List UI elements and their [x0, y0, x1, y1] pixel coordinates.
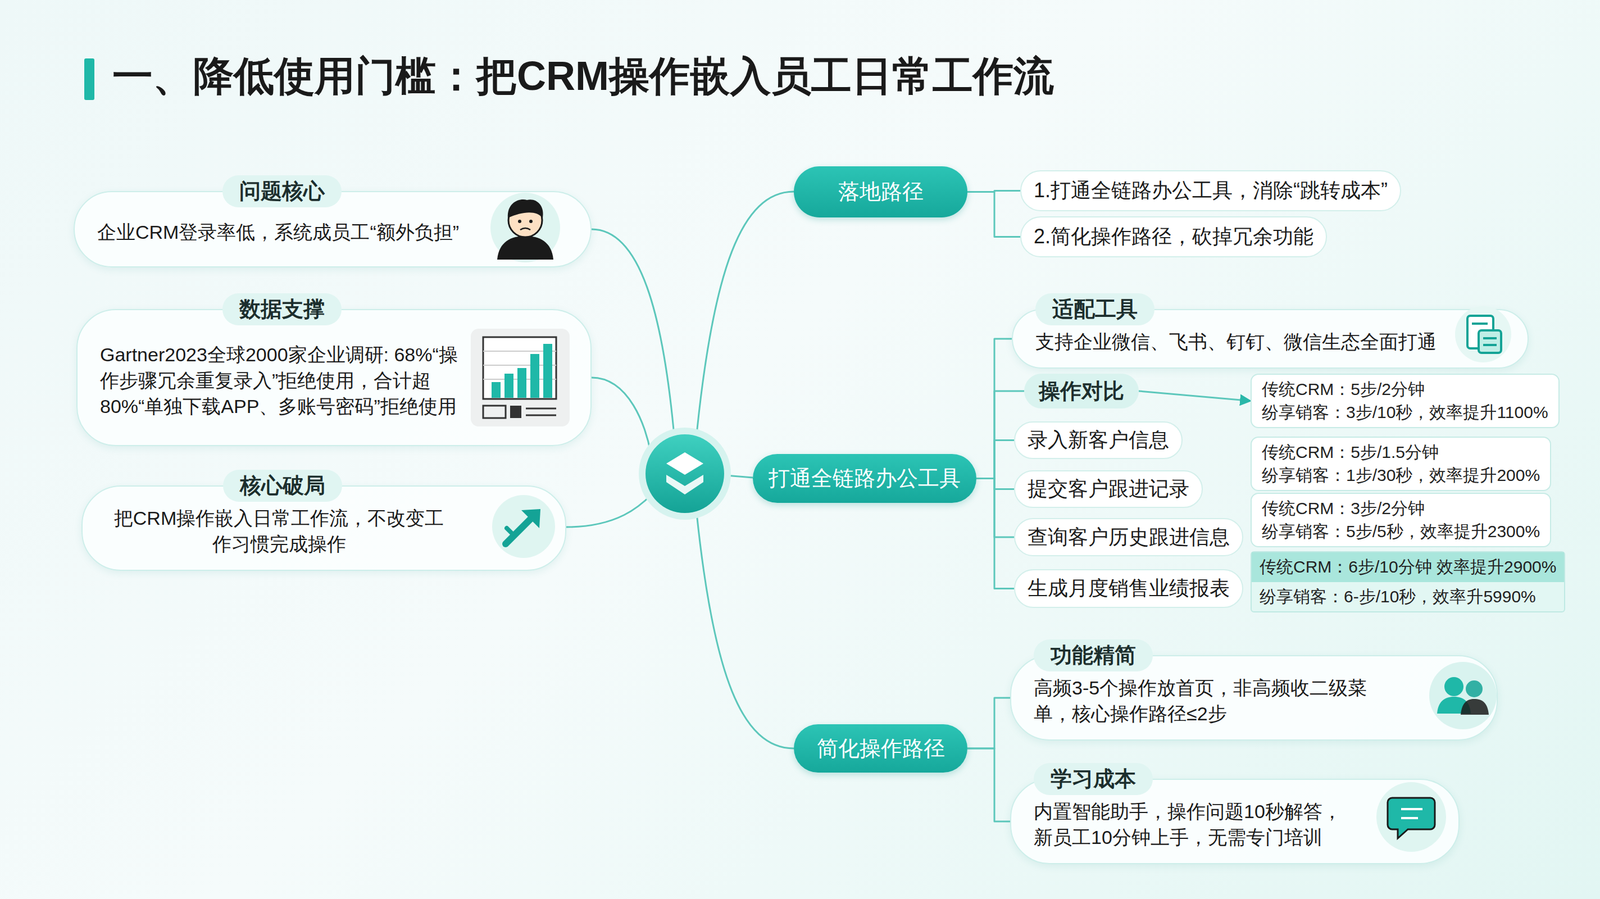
- topic-card: 适配工具支持企业微信、飞书、钉钉、微信生态全面打通: [1011, 308, 1529, 369]
- branch-pill: 落地路径: [793, 166, 968, 218]
- card-body: 支持企业微信、飞书、钉钉、微信生态全面打通: [1035, 329, 1444, 356]
- card-body: 把CRM操作嵌入日常工作流，不改变工作习惯完成操作: [105, 505, 453, 558]
- topic-pill: 操作对比: [1024, 373, 1139, 409]
- branch-curve: [566, 494, 652, 527]
- connector: [967, 192, 1021, 238]
- card-heading: 适配工具: [1035, 293, 1155, 326]
- connector: [976, 440, 1015, 479]
- card-heading: 功能精简: [1033, 639, 1153, 672]
- diagram-title: 一、降低使用门槛：把CRM操作嵌入员工日常工作流: [112, 51, 1054, 100]
- branch-pill: 打通全链路办公工具: [752, 453, 977, 503]
- topic-card: 功能精简高频3-5个操作放首页，非高频收二级菜单，核心操作路径≤2步: [1010, 655, 1498, 741]
- node-label: 落地路径: [838, 177, 924, 207]
- people-icon: [1429, 661, 1497, 730]
- card-heading: 学习成本: [1033, 762, 1153, 795]
- card-body: Gartner2023全球2000家企业调研: 68%“操作步骤冗余重复录入”拒…: [100, 342, 462, 420]
- node-label: 2.简化操作路径，砍掉冗余功能: [1033, 223, 1314, 251]
- item-pill: 生成月度销售业绩报表: [1014, 569, 1244, 608]
- card-body: 内置智能助手，操作问题10秒解答，新员工10分钟上手，无需专门培训: [1033, 798, 1347, 851]
- node-label: 查询客户历史跟进信息: [1027, 523, 1230, 552]
- title-bar: [84, 58, 95, 100]
- connector: [1138, 391, 1251, 402]
- node-label: 生成月度销售业绩报表: [1027, 574, 1230, 603]
- comparison-table: 传统CRM：6步/10分钟 效率提升2900%纷享销客：6-步/10秒，效率升5…: [1250, 551, 1566, 613]
- comparison-line: 传统CRM：5步/1.5分钟: [1261, 441, 1540, 465]
- comparison-row: 纷享销客：6-步/10秒，效率升5990%: [1251, 582, 1565, 612]
- bar-chart-icon: [470, 328, 570, 427]
- comparison-row: 传统CRM：6步/10分钟 效率提升2900%: [1251, 552, 1565, 583]
- node-label: 录入新客户信息: [1027, 426, 1170, 454]
- branch-curve: [696, 191, 794, 435]
- center-hub: [638, 427, 731, 520]
- comparison-line: 纷享销客：5步/5秒，效率提升2300%: [1261, 520, 1540, 544]
- card-heading: 数据支撑: [222, 293, 342, 326]
- chat-icon: [1376, 782, 1447, 852]
- node-label: 打通全链路办公工具: [768, 464, 961, 493]
- document-icon: [1455, 306, 1512, 363]
- comparison-box: 传统CRM：5步/1.5分钟纷享销客：1步/30秒，效率提升200%: [1250, 436, 1552, 492]
- card-heading: 问题核心: [222, 175, 342, 208]
- item-pill: 提交客户跟进记录: [1014, 470, 1203, 508]
- comparison-line: 传统CRM：3步/2分钟: [1261, 497, 1540, 521]
- connector: [967, 748, 1011, 822]
- card-body: 企业CRM登录率低，系统成员工“额外负担”: [97, 219, 479, 246]
- node-label: 1.打通全链路办公工具，消除“跳转成本”: [1033, 176, 1388, 205]
- item-pill: 录入新客户信息: [1014, 421, 1183, 459]
- node-label: 简化操作路径: [816, 734, 945, 763]
- comparison-box: 传统CRM：5步/2分钟纷享销客：3步/10秒，效率提升1100%: [1250, 373, 1560, 429]
- comparison-line: 纷享销客：3步/10秒，效率提升1100%: [1261, 401, 1549, 425]
- card-heading: 核心破局: [223, 469, 343, 502]
- item-pill: 查询客户历史跟进信息: [1014, 517, 1244, 557]
- item-pill: 1.打通全链路办公工具，消除“跳转成本”: [1020, 170, 1402, 212]
- breakthrough-arrow-icon: [492, 494, 556, 558]
- node-label: 提交客户跟进记录: [1027, 475, 1190, 503]
- connector: [976, 478, 1015, 589]
- branch-curve: [696, 512, 794, 749]
- card-body: 高频3-5个操作放首页，非高频收二级菜单，核心操作路径≤2步: [1033, 675, 1385, 727]
- comparison-line: 传统CRM：5步/2分钟: [1261, 378, 1549, 402]
- branch-curve: [591, 377, 651, 453]
- item-pill: 2.简化操作路径，砍掉冗余功能: [1020, 216, 1327, 258]
- comparison-box: 传统CRM：3步/2分钟纷享销客：5步/5秒，效率提升2300%: [1250, 492, 1552, 548]
- node-label: 操作对比: [1038, 376, 1125, 406]
- connector: [967, 697, 1011, 749]
- comparison-line: 纷享销客：1步/30秒，效率提升200%: [1261, 464, 1540, 488]
- worried-person-icon: [490, 192, 561, 263]
- branch-pill: 简化操作路径: [793, 724, 968, 773]
